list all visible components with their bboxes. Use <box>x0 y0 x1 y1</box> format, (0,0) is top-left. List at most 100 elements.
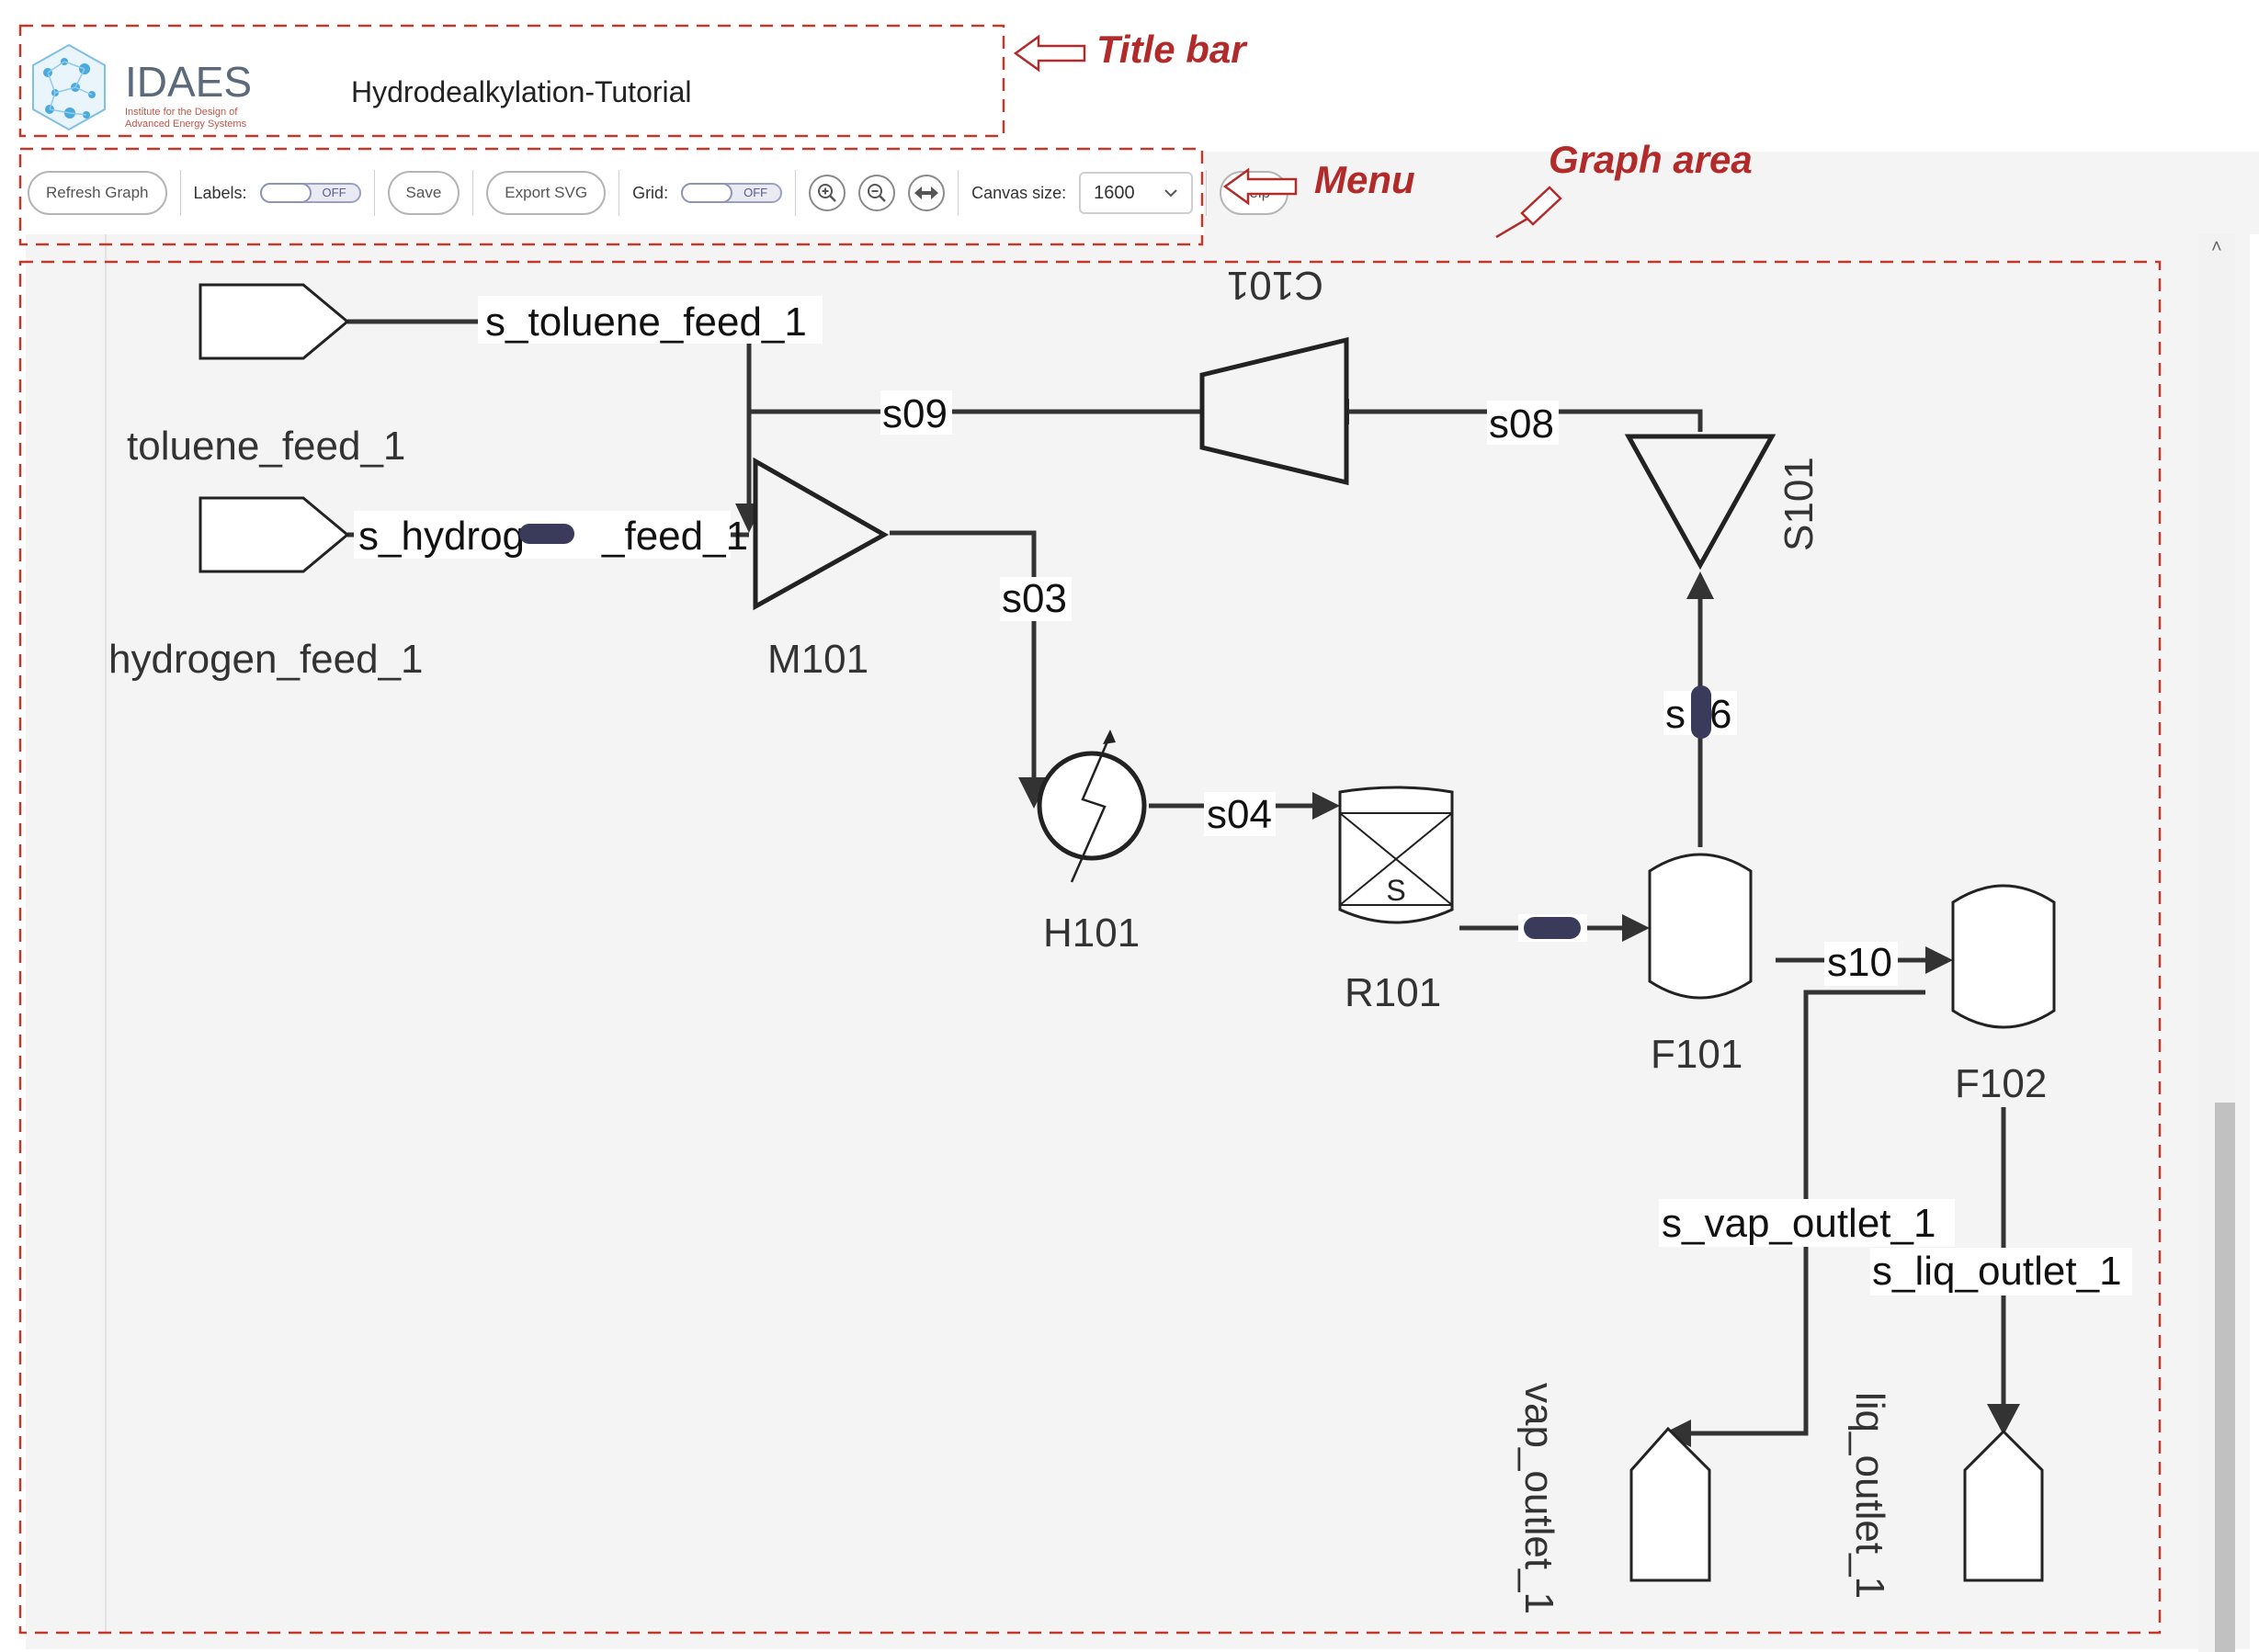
zoom-in-icon <box>818 184 836 202</box>
export-svg-button[interactable]: Export SVG <box>486 171 607 215</box>
menu-highlight <box>18 147 1204 246</box>
canvas-size-label: Canvas size: <box>971 183 1067 202</box>
stream-label-s06-b: 6 <box>1709 692 1731 737</box>
chevron-down-icon <box>1164 189 1177 198</box>
unit-label-h101: H101 <box>1043 911 1140 956</box>
save-button[interactable]: Save <box>387 171 460 215</box>
unit-label-r101: R101 <box>1345 970 1441 1015</box>
logo-subtitle-2: Advanced Energy Systems <box>125 119 247 130</box>
grid-label: Grid: <box>632 183 669 202</box>
tooltip-handle[interactable] <box>519 524 574 544</box>
divider <box>1206 170 1208 216</box>
grid-toggle-state: OFF <box>744 186 768 199</box>
graph-area-arrow-icon <box>1495 186 1562 239</box>
refresh-graph-button[interactable]: Refresh Graph <box>28 171 167 215</box>
unit-label-vap-outlet: vap_outlet_1 <box>1516 1383 1561 1614</box>
stream-label-toluene-feed: s_toluene_feed_1 <box>485 300 807 345</box>
arrowhead <box>1312 792 1340 820</box>
scrollbar-thumb[interactable] <box>2215 1103 2235 1652</box>
logo-subtitle-1: Institute for the Design of <box>125 107 238 118</box>
grid-toggle[interactable]: OFF <box>681 183 783 203</box>
divider <box>179 170 181 216</box>
stream-label-liq-outlet: s_liq_outlet_1 <box>1872 1249 2122 1294</box>
label-bg <box>1204 792 1276 836</box>
annotation-menu: Menu <box>1314 158 1415 201</box>
label-bg <box>1870 1248 2132 1296</box>
stream-toluene-feed[interactable] <box>347 319 752 519</box>
title-bar-arrow-icon <box>1013 34 1086 73</box>
toluene-feed-block[interactable] <box>199 283 350 360</box>
label-bg <box>478 296 823 344</box>
toggle-knob <box>259 183 312 203</box>
canvas-size-select[interactable]: 1600 <box>1079 172 1194 214</box>
splitter-block[interactable] <box>1624 434 1777 571</box>
menu-toolbar: Refresh Graph Labels: OFF Save Export SV… <box>28 161 1289 225</box>
label-bg <box>1659 1199 1955 1247</box>
annotation-graph-area: Graph area <box>1549 138 1753 181</box>
label-bg <box>1000 577 1072 621</box>
liq-outlet-block[interactable] <box>1963 1429 2044 1582</box>
arrowhead <box>1622 914 1650 942</box>
divider <box>958 170 959 216</box>
fit-width-button[interactable] <box>908 175 946 211</box>
title-bar-highlight <box>18 24 1005 138</box>
arrowhead <box>1663 1420 1691 1447</box>
unit-label-toluene-feed: toluene_feed_1 <box>127 424 405 469</box>
hydrogen-feed-block[interactable] <box>199 496 350 573</box>
unit-label-s101: S101 <box>1777 457 1822 551</box>
tooltip-handle[interactable] <box>1691 685 1711 739</box>
labels-label: Labels: <box>193 183 247 202</box>
labels-toggle[interactable]: OFF <box>259 183 361 203</box>
flash-f102-block[interactable] <box>1951 884 2056 1029</box>
stream-label-s09: s09 <box>882 391 948 436</box>
stream-label-s08: s08 <box>1489 402 1554 447</box>
label-bg <box>1824 942 1898 986</box>
stream-label-hydrogen-feed-a: s_hydrog <box>358 514 525 559</box>
vap-outlet-block[interactable] <box>1629 1426 1711 1582</box>
stream-label-s06-a: s <box>1665 692 1686 737</box>
arrowhead <box>1686 571 1714 599</box>
unit-label-hydrogen-feed: hydrogen_feed_1 <box>108 637 424 682</box>
heater-block[interactable] <box>1037 730 1147 883</box>
divider <box>795 170 797 216</box>
stream-label-s04: s04 <box>1207 792 1272 837</box>
zoom-out-button[interactable] <box>858 175 896 211</box>
scroll-up-icon[interactable]: ˄ <box>2211 237 2222 257</box>
unit-label-f102: F102 <box>1955 1061 2047 1106</box>
divider <box>373 170 375 216</box>
stream-label-hydrogen-feed-b: _feed_1 <box>601 514 748 559</box>
unit-label-m101: M101 <box>767 637 868 682</box>
stream-label-s10: s10 <box>1827 940 1892 985</box>
mixer-block[interactable] <box>753 457 890 611</box>
reactor-block[interactable]: S <box>1338 786 1454 924</box>
label-bg <box>880 390 952 435</box>
zoom-out-icon <box>868 184 886 202</box>
flash-f101-block[interactable] <box>1648 853 1753 1000</box>
stream-s03[interactable] <box>890 530 1037 799</box>
stream-label-s03: s03 <box>1002 576 1067 621</box>
toggle-knob <box>681 183 733 203</box>
logo-text: IDAES <box>125 58 252 106</box>
labels-toggle-state: OFF <box>322 186 346 199</box>
tooltip-handle[interactable] <box>1524 917 1581 939</box>
unit-label-c101: C101 <box>1227 263 1323 308</box>
reactor-symbol: S <box>1386 874 1405 907</box>
zoom-in-button[interactable] <box>809 175 846 211</box>
canvas-size-value: 1600 <box>1094 182 1135 203</box>
annotation-title-bar: Title bar <box>1096 28 1246 71</box>
graph-area-highlight <box>18 260 2162 1635</box>
stream-s08[interactable] <box>1346 409 1703 432</box>
fit-width-icon <box>914 187 939 199</box>
stream-label-vap-outlet: s_vap_outlet_1 <box>1662 1201 1935 1246</box>
idaes-logo: IDAES Institute for the Design of Advanc… <box>32 43 252 131</box>
unit-label-f101: F101 <box>1651 1032 1742 1077</box>
arrowhead <box>1987 1404 2020 1435</box>
label-bg <box>1487 401 1559 445</box>
divider <box>472 170 474 216</box>
app-title: Hydrodealkylation-Tutorial <box>351 75 692 108</box>
toolbar-background <box>1204 152 2259 234</box>
arrowhead <box>1925 946 1953 974</box>
menu-arrow-icon <box>1222 167 1298 206</box>
compressor-block[interactable] <box>1199 336 1349 486</box>
